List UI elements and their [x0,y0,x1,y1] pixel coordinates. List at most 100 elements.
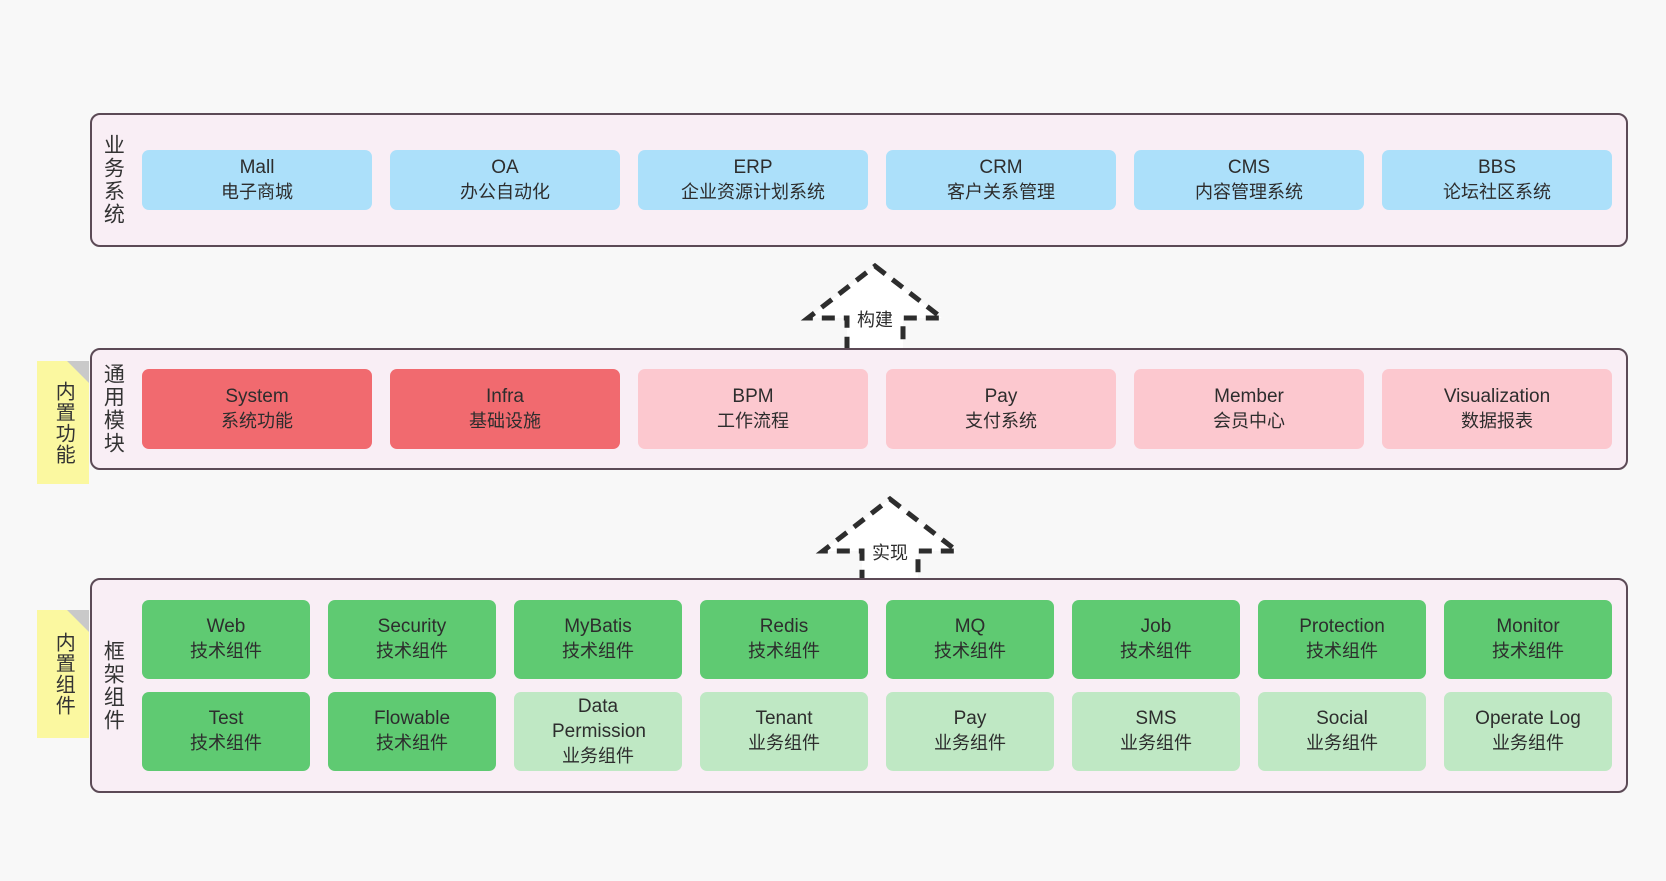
node-label-en: Infra [485,385,525,407]
node-label-en: SMS [1135,708,1177,730]
node-label-cn: 技术组件 [748,641,820,662]
node-test[interactable]: Test 技术组件 [142,692,310,771]
node-label-cn: 基础设施 [469,410,541,431]
node-label-cn: 技术组件 [376,733,448,754]
node-label-en: Flowable [373,708,451,730]
node-label-en: MQ [954,616,986,638]
layer-body-business: Mall 电子商城 OA 办公自动化 ERP 企业资源计划系统 CRM 客户关系… [132,115,1626,245]
node-label-en: ERP [733,156,773,178]
node-label-en: Tenant [755,708,813,730]
node-label-en: Security [377,616,447,638]
sticky-note-label: 内置功能 [52,380,75,465]
node-label-en: Visualization [1443,385,1551,407]
node-label-cn: 业务组件 [1492,733,1564,754]
layer-body-modules: System 系统功能 Infra 基础设施 BPM 工作流程 Pay 支付系统… [132,350,1626,468]
node-bpm[interactable]: BPM 工作流程 [638,369,868,449]
layer-panel-business: 业务系统 Mall 电子商城 OA 办公自动化 ERP 企业资源计划系统 CRM… [90,113,1628,247]
node-label-cn: 数据报表 [1461,410,1533,431]
node-label-cn: 支付系统 [965,410,1037,431]
node-label-cn: 系统功能 [221,410,293,431]
node-label-cn: 工作流程 [717,410,789,431]
connector-build-label: 构建 [857,310,893,330]
node-label-en: Job [1140,616,1172,638]
node-system[interactable]: System 系统功能 [142,369,372,449]
layer-title-framework: 框架组件 [101,639,125,732]
node-label-en: BBS [1477,156,1517,178]
sticky-note-label: 内置组件 [52,632,75,716]
node-label-en: Pay [953,708,987,730]
node-operate-log[interactable]: Operate Log 业务组件 [1444,692,1612,771]
node-label-en: Operate Log [1475,708,1581,730]
node-mall[interactable]: Mall 电子商城 [142,149,372,211]
node-data-permission[interactable]: Data Permission 业务组件 [514,692,682,771]
sticky-note-builtin-components: 内置组件 [37,610,89,738]
node-visualization[interactable]: Visualization 数据报表 [1382,369,1612,449]
node-job[interactable]: Job 技术组件 [1072,600,1240,679]
node-monitor[interactable]: Monitor 技术组件 [1444,600,1612,679]
node-label-cn: 论坛社区系统 [1443,181,1551,202]
node-label-cn: 技术组件 [934,641,1006,662]
node-label-en: BPM [732,385,774,407]
node-label-en: Web [206,616,246,638]
node-label-cn: 业务组件 [748,733,820,754]
node-label-cn: 会员中心 [1213,410,1285,431]
node-protection[interactable]: Protection 技术组件 [1258,600,1426,679]
connector-implement-label: 实现 [872,543,908,563]
node-security[interactable]: Security 技术组件 [328,600,496,679]
node-label-cn: 企业资源计划系统 [681,181,825,202]
node-member[interactable]: Member 会员中心 [1134,369,1364,449]
layer-body-framework: Web 技术组件 Security 技术组件 MyBatis 技术组件 Redi… [132,580,1626,791]
node-label-en: OA [491,156,519,178]
layer-row: Web 技术组件 Security 技术组件 MyBatis 技术组件 Redi… [142,600,1612,679]
node-web[interactable]: Web 技术组件 [142,600,310,679]
node-pay[interactable]: Pay 支付系统 [886,369,1116,449]
node-label-cn: 技术组件 [190,733,262,754]
node-mq[interactable]: MQ 技术组件 [886,600,1054,679]
node-bbs[interactable]: BBS 论坛社区系统 [1382,149,1612,211]
node-label-en: MyBatis [564,616,632,638]
layer-panel-modules: 通用模块 System 系统功能 Infra 基础设施 BPM 工作流程 Pay… [90,348,1628,470]
node-mybatis[interactable]: MyBatis 技术组件 [514,600,682,679]
node-erp[interactable]: ERP 企业资源计划系统 [638,149,868,211]
node-label-en: Protection [1299,616,1385,638]
node-label-cn: 内容管理系统 [1195,181,1303,202]
layer-panel-framework: 框架组件 Web 技术组件 Security 技术组件 MyBatis 技术组件… [90,578,1628,793]
node-oa[interactable]: OA 办公自动化 [390,149,620,211]
node-label-cn: 客户关系管理 [947,181,1055,202]
node-label-en: Pay [984,385,1018,407]
node-flowable[interactable]: Flowable 技术组件 [328,692,496,771]
node-label-en: Monitor [1496,616,1560,638]
sticky-fold-icon [67,361,89,383]
node-label-en: Redis [759,616,809,638]
layer-title-modules: 通用模块 [101,363,125,455]
sticky-fold-icon [67,610,89,632]
node-label-cn: 技术组件 [1120,641,1192,662]
node-label-cn: 技术组件 [1306,641,1378,662]
node-label-cn: 技术组件 [376,641,448,662]
node-label-en: CRM [979,156,1023,178]
connector-implement: 实现 [805,495,975,591]
layer-title-business: 业务系统 [101,134,125,226]
layer-row: System 系统功能 Infra 基础设施 BPM 工作流程 Pay 支付系统… [142,369,1612,449]
node-infra[interactable]: Infra 基础设施 [390,369,620,449]
node-redis[interactable]: Redis 技术组件 [700,600,868,679]
node-label-cn: 技术组件 [190,641,262,662]
sticky-note-builtin-features: 内置功能 [37,361,89,484]
node-cms[interactable]: CMS 内容管理系统 [1134,149,1364,211]
node-label-en: Social [1316,708,1368,730]
node-label-en: CMS [1227,156,1271,178]
node-label-cn: 技术组件 [562,641,634,662]
layer-row: Test 技术组件 Flowable 技术组件 Data Permission … [142,692,1612,771]
node-label-en: Mall [239,156,275,178]
node-social[interactable]: Social 业务组件 [1258,692,1426,771]
node-label-cn: 业务组件 [934,733,1006,754]
node-crm[interactable]: CRM 客户关系管理 [886,149,1116,211]
node-sms[interactable]: SMS 业务组件 [1072,692,1240,771]
node-tenant[interactable]: Tenant 业务组件 [700,692,868,771]
node-label-cn: 业务组件 [1306,733,1378,754]
node-pay-component[interactable]: Pay 业务组件 [886,692,1054,771]
node-label-en: Test [208,708,244,730]
node-label-en: Member [1214,385,1284,407]
connector-build: 构建 [790,262,960,358]
